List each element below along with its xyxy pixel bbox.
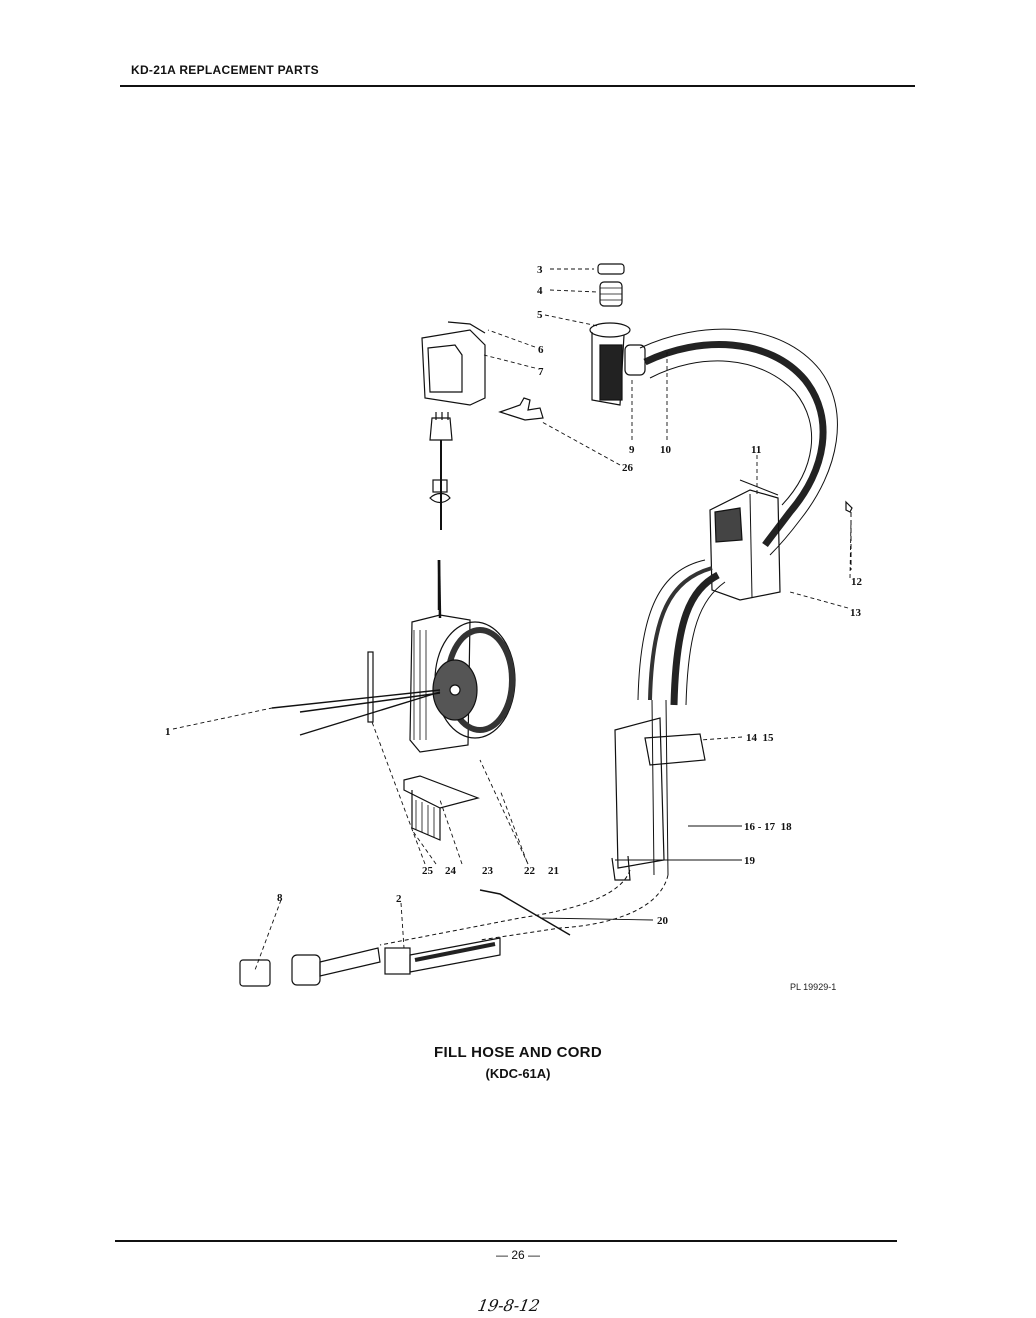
callout-24: 24	[445, 865, 457, 877]
cord-reel	[409, 559, 516, 753]
plate-number: PL 19929-1	[790, 982, 836, 992]
callout-2: 2	[396, 893, 402, 905]
callout-12: 12	[851, 576, 863, 588]
fill-hose-arc	[639, 328, 838, 556]
figure-caption-subtitle: (KDC-61A)	[485, 1066, 551, 1081]
document-header-title: KD-21A REPLACEMENT PARTS	[131, 63, 319, 77]
mounting-bracket	[611, 699, 706, 881]
cord-leads	[271, 651, 441, 736]
lower-hoses	[637, 559, 726, 706]
header-rule	[120, 85, 915, 87]
callout-6: 6	[538, 344, 544, 356]
callout-5: 5	[537, 309, 543, 321]
leader-lines	[172, 268, 852, 971]
page-number: — 26 —	[495, 1248, 540, 1262]
callout-1: 1	[165, 726, 171, 738]
handwritten-note: 19-8-12	[476, 1296, 542, 1315]
callout-7: 7	[538, 366, 544, 378]
callout-19: 19	[744, 855, 756, 867]
footer-rule	[115, 1240, 897, 1242]
figure-caption-title: FILL HOSE AND CORD	[434, 1044, 602, 1061]
wing-fitting	[498, 397, 544, 421]
callout-10: 10	[660, 444, 672, 456]
callout-4: 4	[537, 285, 543, 297]
callout-11: 11	[751, 444, 761, 456]
valve-assembly	[589, 263, 646, 406]
hose-to-nozzle	[379, 869, 669, 946]
callout-8: 8	[277, 892, 283, 904]
callout-25: 25	[422, 865, 434, 877]
callout-22: 22	[524, 865, 536, 877]
reel-bracket-plate	[403, 775, 480, 841]
callout-26: 26	[622, 462, 634, 474]
callout-14-15: 14 15	[746, 732, 774, 744]
callout-labels: 1 2 3 4 5 6 7 8 9 10 11 12 13 14 15 16 -…	[165, 264, 863, 927]
power-plug-and-cord	[429, 412, 453, 610]
callout-13: 13	[850, 607, 862, 619]
callout-20: 20	[657, 915, 669, 927]
junction-box	[709, 479, 781, 601]
plug-cover	[421, 321, 486, 406]
callout-23: 23	[482, 865, 494, 877]
callout-16-17-18: 16 - 17 18	[744, 821, 792, 833]
callout-21: 21	[548, 865, 559, 877]
callout-3: 3	[537, 264, 543, 276]
callout-9: 9	[629, 444, 635, 456]
nozzle-assembly	[239, 889, 571, 987]
